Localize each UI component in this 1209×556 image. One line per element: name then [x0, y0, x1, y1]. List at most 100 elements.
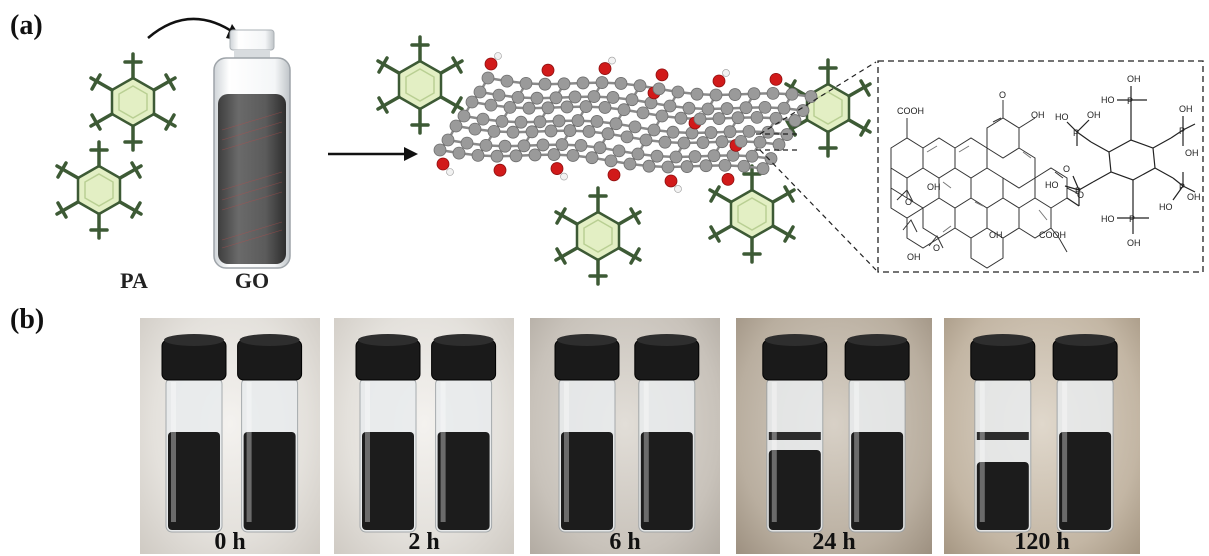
carbon-atom [549, 91, 563, 105]
carbon-atom [500, 74, 514, 88]
carbon-atom [511, 90, 525, 104]
carbon-atom [680, 160, 694, 173]
carbon-atom [652, 82, 666, 96]
carbon-atom [514, 115, 528, 129]
label-oh-bottom: OH [907, 252, 921, 262]
label-ho-2: HO [1101, 95, 1115, 105]
carbon-atom [742, 124, 756, 138]
glass-highlight [854, 382, 860, 522]
carbon-atom [538, 77, 552, 91]
carbon-atom [707, 149, 721, 163]
cap-top [972, 334, 1033, 346]
carbon-atom [647, 123, 661, 137]
photo-0h: 0 h [140, 318, 320, 554]
carbon-atom [628, 120, 642, 134]
carbon-atom [547, 148, 561, 161]
carbon-atom [620, 130, 634, 144]
label-oh-top: OH [1031, 110, 1045, 120]
carbon-atom [617, 103, 631, 117]
carbon-atom [677, 136, 691, 150]
carbon-atom [750, 110, 764, 124]
carbon-atom [639, 133, 653, 147]
carbon-atom [758, 100, 772, 114]
carbon-atom [704, 126, 718, 139]
phosphate-labels: P P P P P P HO OH OH HO OH OH OH HO HO O… [1045, 74, 1201, 248]
label-p-3: P [1179, 126, 1185, 136]
cap-top [847, 334, 908, 346]
carbon-atom [552, 114, 566, 128]
pa-molecule-adsorbed-bottom [554, 186, 642, 286]
carbon-atom [517, 139, 531, 153]
carbon-atom [449, 119, 463, 133]
oxygen-atom [598, 62, 612, 75]
hydrogen-atom [722, 69, 730, 77]
oxygen-atom [655, 68, 669, 82]
carbon-atom [764, 152, 778, 165]
carbon-atom [484, 98, 498, 112]
pa-molecule-bottom [55, 140, 143, 240]
carbon-atom [728, 88, 742, 101]
label-p-5: P [1129, 214, 1135, 224]
carbon-atom [682, 101, 696, 115]
time-label-6h: 6 h [609, 529, 641, 554]
carbon-atom [465, 95, 479, 109]
oxygen-atom [436, 157, 450, 171]
carbon-atom [712, 112, 726, 125]
label-oh-mid1: OH [927, 182, 941, 192]
carbon-atom [718, 158, 732, 172]
cap-top [764, 334, 825, 346]
time-label-2h: 2 h [408, 529, 440, 554]
carbon-atom [701, 102, 715, 116]
carbon-atom [590, 115, 604, 128]
pa-caption: PA [120, 268, 148, 293]
carbon-atom [568, 90, 582, 104]
label-p-2: P [1127, 96, 1133, 106]
dispersion-liquid [640, 432, 693, 530]
carbon-atom [595, 76, 609, 89]
carbon-atom [633, 79, 647, 93]
carbon-atom [720, 102, 734, 115]
carbon-atom [663, 99, 677, 113]
glass-highlight [771, 382, 777, 522]
go-vial [213, 29, 291, 269]
carbon-atom [612, 144, 626, 158]
carbon-atom [688, 150, 702, 163]
cap-top [636, 334, 697, 346]
carbon-atom [642, 159, 656, 173]
carbon-atom [658, 135, 672, 149]
cap-top [433, 334, 494, 346]
label-o-epoxide-1: O [905, 197, 912, 207]
sediment-band [976, 432, 1029, 440]
carbon-atom [492, 88, 506, 102]
time-label-120h: 120 h [1014, 529, 1070, 554]
dispersion-liquid [976, 462, 1029, 530]
glass-highlight [440, 382, 446, 522]
photo-24h: 24 h [736, 318, 932, 554]
carbon-atom [661, 160, 675, 174]
carbon-atom [674, 111, 688, 125]
carbon-atom [487, 124, 501, 138]
carbon-atom [441, 133, 455, 147]
carbon-atom [788, 114, 802, 127]
carbon-atom [753, 135, 767, 149]
panel-b-label: (b) [10, 304, 45, 335]
carbon-atom [574, 139, 588, 152]
dispersion-liquid [768, 450, 821, 530]
carbon-atom [544, 124, 558, 138]
carbon-atom [723, 125, 737, 139]
carbon-atom [571, 114, 585, 127]
carbon-atom [709, 88, 723, 102]
oxygen-atom [493, 163, 507, 177]
oxygen-atom [607, 168, 621, 182]
carbon-atom [530, 91, 544, 105]
carbon-atom [796, 104, 810, 117]
carbon-atom [739, 101, 753, 115]
glass-highlight [246, 382, 252, 522]
oxygen-atom [541, 63, 555, 77]
label-oh-4: OH [1185, 148, 1199, 158]
carbon-atom [509, 149, 523, 163]
carbon-atom [650, 149, 664, 163]
label-o-p: O [1063, 164, 1070, 174]
glass-highlight [979, 382, 985, 522]
oxygen-atom [712, 74, 726, 88]
